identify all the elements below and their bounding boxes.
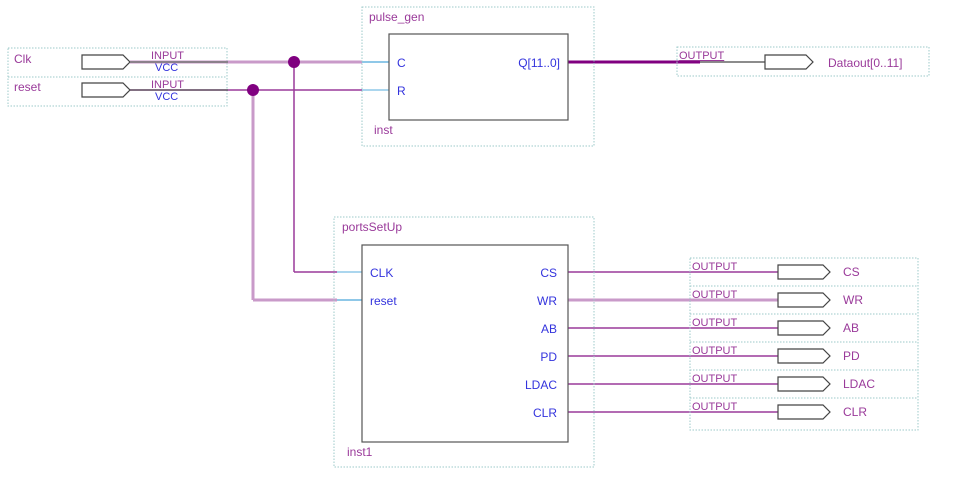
block-module-name: portsSetUp — [342, 220, 402, 234]
junction-dot-reset — [247, 84, 259, 96]
output-pin-symbol — [777, 264, 831, 280]
block-output-port-pd: PD — [540, 350, 557, 364]
input-pin-name: reset — [14, 80, 41, 94]
output-pin-name: LDAC — [843, 377, 875, 391]
output-pin-name: CLR — [843, 405, 867, 419]
output-pin-type: OUTPUT — [692, 261, 738, 273]
output-pin-type: OUTPUT — [692, 289, 738, 301]
block-body — [388, 33, 569, 121]
input-pin-type: INPUT — [151, 79, 184, 91]
output-pin-type: OUTPUT — [692, 317, 738, 329]
block-frame — [361, 6, 595, 147]
output-pin-dataout[interactable]: OUTPUT Dataout[0..11] — [676, 46, 930, 77]
output-pin-type: OUTPUT — [679, 50, 725, 62]
input-pin-name: Clk — [14, 52, 32, 66]
output-pins-group: OUTPUT CS OUTPUT WR OUTPUT AB OUTPUT PD … — [689, 257, 919, 431]
junction-dot-clk — [288, 56, 300, 68]
input-pin-default: VCC — [155, 91, 178, 103]
output-pin-cs[interactable]: OUTPUT CS — [692, 261, 860, 280]
block-input-port-c: C — [397, 56, 406, 70]
output-pin-pd[interactable]: OUTPUT PD — [692, 345, 860, 364]
output-pin-symbol — [777, 348, 831, 364]
output-pin-symbol — [764, 54, 814, 70]
output-pin-symbol — [777, 292, 831, 308]
output-pins-frame — [689, 257, 919, 431]
block-input-port-r: R — [397, 84, 406, 98]
block-ports-setup[interactable]: portsSetUp CLK reset CS WR AB PD LDAC CL… — [333, 216, 595, 468]
block-output-port-ldac: LDAC — [525, 378, 557, 392]
block-output-port-ab: AB — [541, 322, 557, 336]
output-pin-name: PD — [843, 349, 860, 363]
output-pin-ldac[interactable]: OUTPUT LDAC — [692, 373, 875, 392]
output-pin-name: CS — [843, 265, 860, 279]
output-pin-type: OUTPUT — [692, 401, 738, 413]
output-pin-symbol — [777, 404, 831, 420]
input-pin-symbol — [81, 54, 131, 70]
output-pin-frame — [676, 46, 930, 77]
block-output-port-wr: WR — [537, 294, 557, 308]
output-pin-clr[interactable]: OUTPUT CLR — [692, 401, 867, 420]
block-output-port-cs: CS — [540, 266, 557, 280]
block-output-port-q: Q[11..0] — [518, 56, 560, 70]
output-pin-symbol — [777, 320, 831, 336]
input-pin-symbol — [81, 82, 131, 98]
input-pin-clk[interactable]: Clk INPUT VCC — [14, 50, 184, 74]
block-frame — [333, 216, 595, 468]
output-pin-symbol — [777, 376, 831, 392]
block-instance-name: inst — [374, 123, 393, 137]
block-input-port-reset: reset — [370, 294, 397, 308]
input-pin-type: INPUT — [151, 50, 184, 62]
input-pin-group: Clk INPUT VCC reset INPUT VCC — [7, 47, 228, 107]
input-pin-reset[interactable]: reset INPUT VCC — [14, 79, 184, 103]
block-input-port-clk: CLK — [370, 266, 393, 280]
input-pin-default: VCC — [155, 62, 178, 74]
output-pin-name: Dataout[0..11] — [828, 56, 903, 70]
block-output-port-clr: CLR — [533, 406, 557, 420]
output-pin-name: WR — [843, 293, 863, 307]
block-instance-name: inst1 — [347, 445, 373, 459]
wires — [130, 60, 778, 413]
block-body — [361, 244, 569, 443]
output-pin-name: AB — [843, 321, 859, 335]
output-pin-ab[interactable]: OUTPUT AB — [692, 317, 859, 336]
block-module-name: pulse_gen — [369, 10, 424, 24]
output-pin-type: OUTPUT — [692, 345, 738, 357]
output-pin-wr[interactable]: OUTPUT WR — [692, 289, 863, 308]
block-pulse-gen[interactable]: pulse_gen C R Q[11..0] inst — [361, 6, 595, 147]
output-pin-type: OUTPUT — [692, 373, 738, 385]
